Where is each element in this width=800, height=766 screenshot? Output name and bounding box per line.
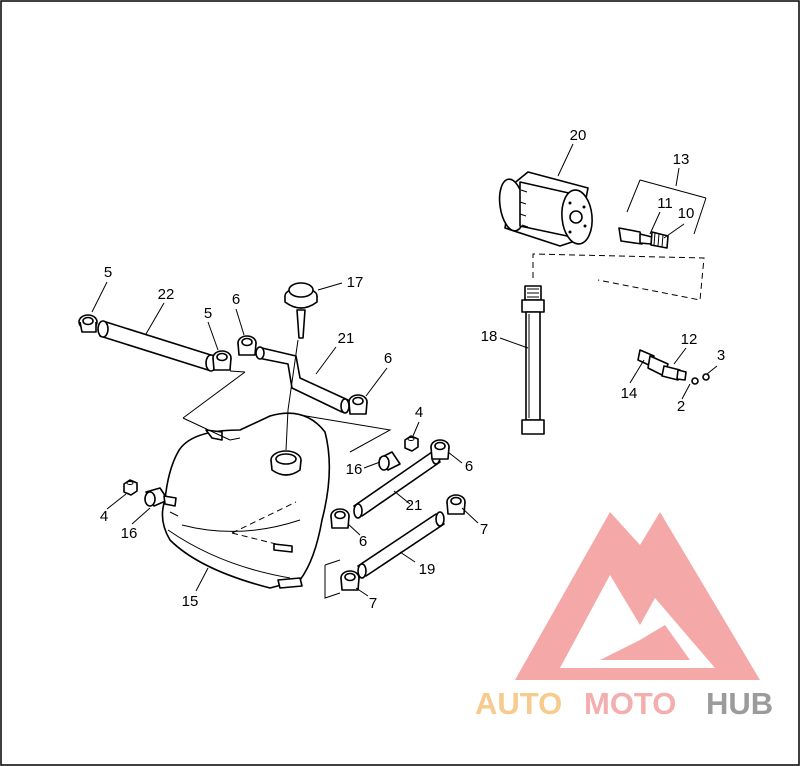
callout-11: 11 (657, 195, 673, 212)
callout-17: 17 (347, 274, 364, 291)
o-ring-part-2 (691, 377, 699, 385)
callout-16a: 16 (121, 525, 138, 542)
hose-part-19 (357, 511, 445, 579)
callout-12: 12 (681, 331, 698, 348)
logo-text-auto: AUTO (475, 686, 562, 721)
hose-clamp-7a (446, 494, 466, 515)
washer-part-3 (702, 373, 710, 381)
callout-6a: 6 (232, 291, 240, 308)
callout-10: 10 (678, 205, 695, 222)
logo-text-hub: HUB (706, 686, 773, 721)
hose-clamp-6c (430, 439, 450, 460)
leader-dipstick-to-tank (285, 339, 299, 451)
fitting-assembly-12 (637, 349, 710, 385)
callout-2: 2 (677, 398, 685, 415)
callout-21a: 21 (338, 330, 355, 347)
grommet-part-16a (144, 487, 177, 507)
drain-assembly-13 (618, 179, 707, 249)
callout-3: 3 (717, 347, 725, 364)
automotohub-logo: AUTO MOTO HUB (475, 512, 773, 721)
callout-5a: 5 (104, 264, 112, 281)
hose-part-21-upper (255, 346, 350, 414)
nut-part-4b (404, 435, 419, 452)
hose-clamp-7b (340, 570, 360, 591)
callout-5b: 5 (204, 305, 212, 322)
callout-14: 14 (621, 385, 638, 402)
callout-16b: 16 (346, 461, 363, 478)
callout-4b: 4 (415, 404, 423, 421)
oil-tank-part-15 (161, 412, 331, 589)
grommet-part-16b (378, 451, 401, 471)
hose-part-22 (97, 320, 217, 372)
callout-labels: 20 13 11 10 17 5 22 5 6 21 6 18 12 3 14 … (100, 127, 725, 612)
callout-7a: 7 (480, 521, 488, 538)
logo-triangle-core (600, 625, 690, 660)
hose-clamp-5b (212, 350, 232, 371)
callout-4a: 4 (100, 508, 108, 525)
filler-cap-dipstick-part-17 (284, 282, 318, 339)
filter-adapter-part-18 (521, 253, 705, 435)
callout-6d: 6 (359, 533, 367, 550)
hose-clamp-6d (330, 508, 350, 529)
leader-lines (91, 143, 718, 597)
callout-15: 15 (182, 593, 199, 610)
oil-filter-part-20 (498, 171, 593, 247)
callout-6c: 6 (465, 458, 473, 475)
hose-clamp-5a (78, 314, 98, 333)
callout-18: 18 (481, 328, 498, 345)
hose-clamp-6b (348, 394, 368, 415)
nut-part-4a (123, 479, 138, 496)
callout-7b: 7 (369, 595, 377, 612)
guide-lines-tank (182, 370, 392, 599)
callout-22: 22 (158, 286, 175, 303)
hose-clamp-6a (237, 335, 257, 356)
callout-21b: 21 (406, 497, 423, 514)
callout-6b: 6 (384, 350, 392, 367)
logo-text-moto: MOTO (584, 686, 676, 721)
callout-19: 19 (419, 561, 436, 578)
callout-20: 20 (570, 127, 587, 144)
callout-13: 13 (673, 151, 690, 168)
